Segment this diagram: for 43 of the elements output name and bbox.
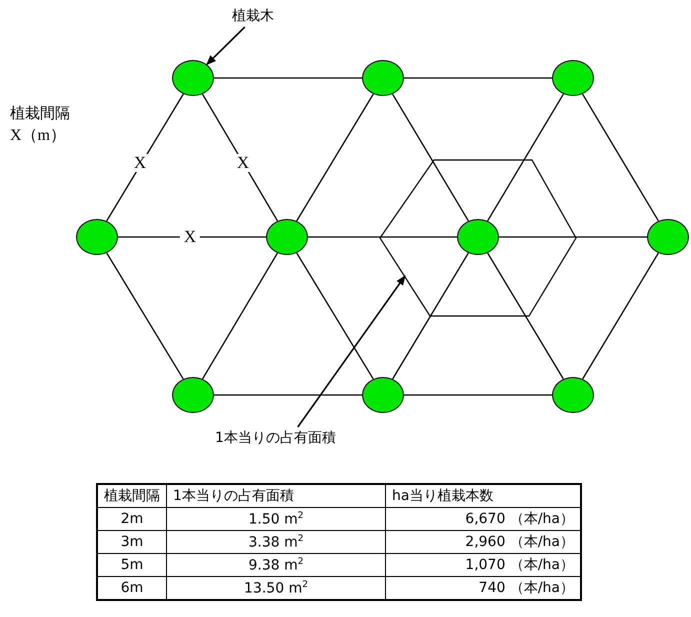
tree-marker bbox=[76, 219, 118, 255]
spacing-line bbox=[118, 236, 266, 238]
table-cell: 5m bbox=[97, 554, 166, 576]
spacing-line bbox=[499, 236, 647, 238]
spacing-line bbox=[404, 77, 552, 79]
spacing-line bbox=[202, 252, 278, 380]
spacing-line bbox=[582, 94, 659, 222]
spacing-unit: X（m） bbox=[10, 126, 66, 146]
tree-marker bbox=[362, 60, 404, 96]
spacing-line bbox=[296, 94, 374, 222]
spacing-line bbox=[404, 394, 552, 396]
tree-marker bbox=[552, 60, 594, 96]
spacing-line bbox=[392, 94, 469, 222]
spacing-line bbox=[214, 394, 362, 396]
tree-marker bbox=[362, 377, 404, 413]
spacing-line bbox=[202, 94, 278, 222]
tree-marker bbox=[172, 377, 214, 413]
tree-marker bbox=[172, 60, 214, 96]
spacing-label: 植栽間隔 bbox=[10, 104, 70, 123]
spacing-line bbox=[487, 252, 564, 380]
tree-marker bbox=[266, 219, 308, 255]
leader-arrow bbox=[206, 26, 246, 66]
leader-arrow bbox=[297, 275, 406, 428]
spacing-line bbox=[106, 94, 184, 222]
spacing-line bbox=[582, 252, 659, 380]
callout-text: 1本当りの占有面積 bbox=[215, 428, 336, 448]
callout-text: 植栽木 bbox=[232, 6, 274, 26]
spacing-line bbox=[106, 252, 184, 380]
spacing-line bbox=[296, 252, 374, 380]
spacing-line bbox=[308, 236, 457, 238]
header-cell: 1本当りの占有面積 bbox=[166, 484, 386, 508]
tree-marker bbox=[552, 377, 594, 413]
tree-marker bbox=[647, 219, 689, 255]
tree-marker bbox=[457, 219, 499, 255]
spacing-line bbox=[392, 252, 469, 380]
table-cell: 3m bbox=[97, 530, 166, 554]
header-cell: 植栽間隔 bbox=[97, 484, 166, 508]
spacing-line bbox=[487, 94, 564, 222]
table-cell: 3.38 m$^{2}$ bbox=[166, 530, 386, 554]
table-cell: 2m bbox=[97, 508, 166, 530]
spacing-line bbox=[214, 77, 362, 79]
table-cell: 9.38 m$^{2}$ bbox=[166, 554, 386, 576]
table-cell: 1.50 m$^{2}$ bbox=[166, 508, 386, 530]
